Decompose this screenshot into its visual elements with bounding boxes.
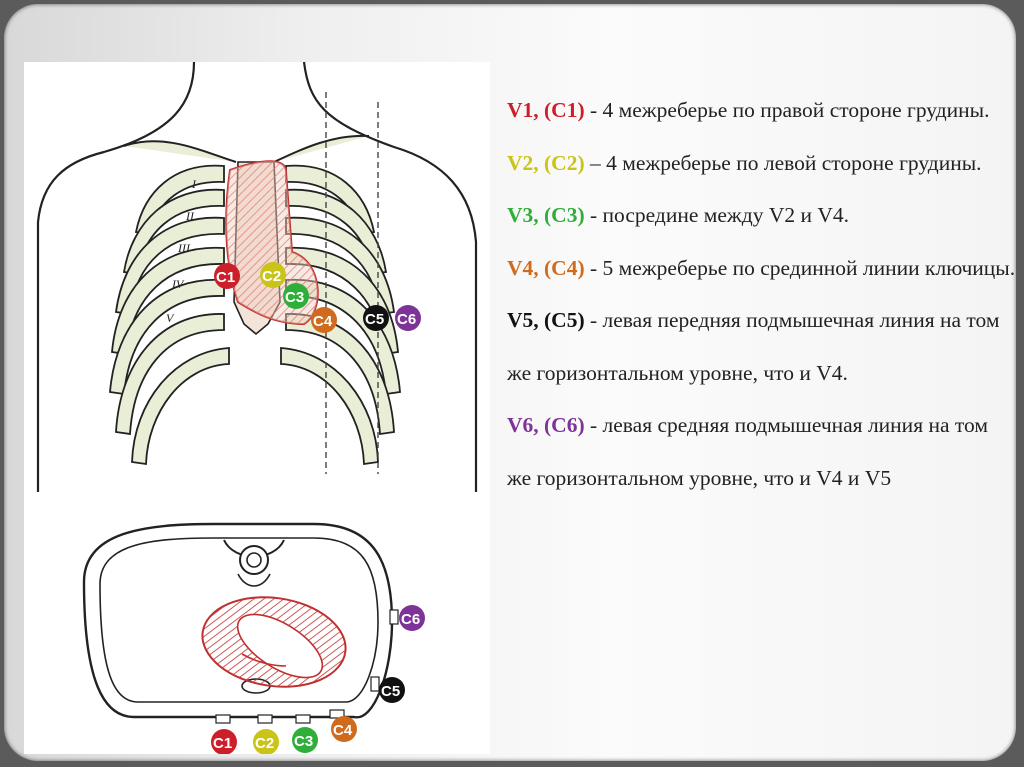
lead-text: - левая средняя подмышечная линия на том… (507, 413, 994, 490)
rib-numeral: I (191, 177, 197, 191)
electrodes-cross-section: C1 C2 C3 C4 C5 C6 (211, 605, 425, 754)
electrode-cs-c5 (379, 677, 405, 703)
electrode-c1 (214, 263, 240, 289)
lead-text: - посредине между V2 и V4. (584, 203, 849, 227)
electrode-c6 (395, 305, 421, 331)
electrode-label-c4: C4 (313, 313, 333, 330)
clavicle-left (273, 134, 370, 163)
lead-v6: V6, (C6) - левая средняя подмышечная лин… (507, 399, 1016, 504)
lead-label: V6, (C6) (507, 413, 585, 437)
heart-cross-section (201, 596, 347, 688)
electrode-cs-c2 (253, 729, 279, 754)
lead-v1: V1, (C1) - 4 межреберье по правой сторон… (507, 84, 1016, 137)
lead-text: - 4 межреберье по правой стороне грудины… (584, 98, 990, 122)
lead-label: V5, (C5) (507, 308, 585, 332)
electrode-c2 (260, 262, 286, 288)
lead-label: V1, (C1) (507, 98, 585, 122)
electrode-cs-c3 (292, 727, 318, 753)
lead-v5: V5, (C5) - левая передняя подмышечная ли… (507, 294, 1016, 399)
lead-label: V3, (C3) (507, 203, 585, 227)
electrodes-chest: C1 C2 C3 C4 C5 C6 (214, 262, 421, 333)
lead-text: - левая передняя подмышечная линия на то… (507, 308, 1005, 385)
electrode-label-c1: C1 (216, 269, 235, 286)
slide: I II III IV V C1 C2 C3 C4 C5 C6 (4, 4, 1016, 761)
electrode-c5 (363, 305, 389, 331)
electrode-label-cs-c1: C1 (213, 735, 232, 752)
lead-descriptions: V1, (C1) - 4 межреберье по правой сторон… (507, 84, 1016, 504)
chest-illustration: I II III IV V C1 C2 C3 C4 C5 C6 (36, 62, 478, 754)
lead-text: - 5 межреберье по срединной линии ключиц… (584, 255, 1016, 280)
electrode-label-cs-c6: C6 (401, 611, 420, 628)
electrode-label-c6: C6 (397, 311, 416, 328)
electrode-cs-c6 (399, 605, 425, 631)
lead-label: V2, (C2) (507, 150, 585, 175)
rib-numeral: IV (171, 277, 185, 291)
rib-numeral: V (166, 311, 175, 325)
electrode-c3 (283, 283, 309, 309)
electrode-cs-c1 (211, 729, 237, 754)
electrode-label-cs-c5: C5 (381, 683, 400, 700)
electrode-label-c5: C5 (365, 311, 384, 328)
electrode-label-cs-c4: C4 (333, 722, 353, 739)
anatomy-figure: I II III IV V C1 C2 C3 C4 C5 C6 (24, 62, 490, 754)
lead-label: V4, (C4) (507, 255, 585, 280)
ribs-right (109, 164, 230, 466)
electrode-label-cs-c2: C2 (255, 735, 274, 752)
electrode-c4 (311, 307, 337, 333)
lead-text: – 4 межреберье по левой стороне грудины. (584, 150, 982, 175)
electrode-cs-c4 (331, 716, 357, 742)
rib-numeral: II (185, 209, 195, 223)
electrode-label-cs-c3: C3 (294, 733, 313, 750)
rib-numeral: III (177, 241, 191, 255)
lead-v4: V4, (C4) - 5 межреберье по срединной лин… (507, 242, 1016, 295)
rib-numerals: I II III IV V (166, 177, 197, 325)
lead-v2: V2, (C2) – 4 межреберье по левой стороне… (507, 137, 1016, 190)
electrode-label-c3: C3 (285, 289, 304, 306)
body-outline (36, 62, 478, 492)
thorax-cross-section (82, 522, 399, 724)
clavicle-right (123, 140, 237, 163)
electrode-label-c2: C2 (262, 268, 281, 285)
lead-v3: V3, (C3) - посредине между V2 и V4. (507, 189, 1016, 242)
